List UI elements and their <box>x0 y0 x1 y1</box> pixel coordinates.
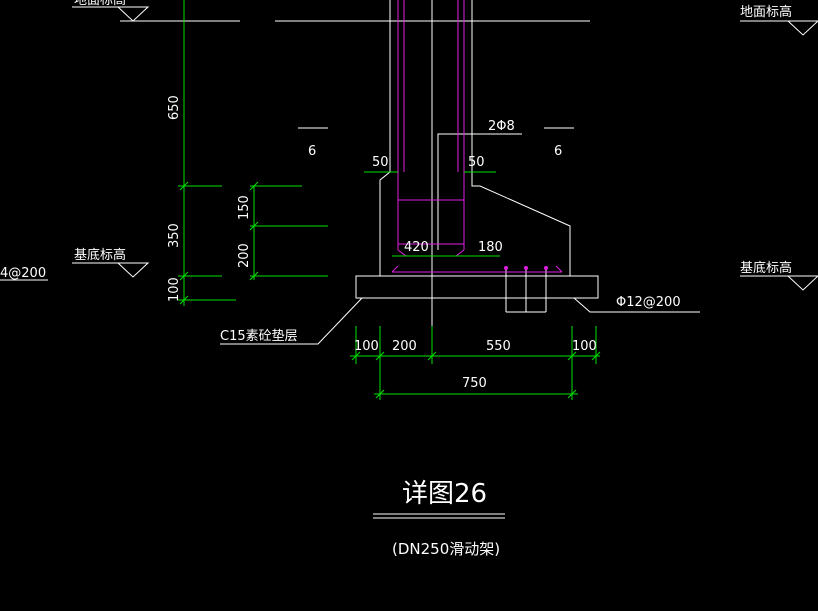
tick-b2 <box>375 351 385 361</box>
dim-label-750: 750 <box>462 376 487 391</box>
dim-label-200-v: 200 <box>237 243 252 268</box>
ground-elev-label-left: 地面标高 <box>74 0 126 8</box>
ground-elev-marker-right <box>787 20 818 36</box>
rebar-bottom-hook-left <box>391 265 399 273</box>
tick-1 <box>179 181 189 191</box>
rebar-hook-left <box>397 249 407 257</box>
base-elev-marker-left <box>117 262 150 278</box>
base-elev-label-right: 基底标高 <box>740 260 792 276</box>
dim-label-100-v: 100 <box>167 277 182 302</box>
tick-5 <box>249 221 259 231</box>
tick-b5 <box>591 351 601 361</box>
stirrup-label: 2Φ8 <box>488 119 515 134</box>
tick-3 <box>179 295 189 305</box>
base-elev-marker-right <box>787 275 818 291</box>
dim-label-550: 550 <box>486 339 511 354</box>
drawing-title: 详图26 <box>402 479 487 509</box>
tick-b1 <box>351 351 361 361</box>
dimension-lines <box>178 0 601 400</box>
tick-6 <box>249 271 259 281</box>
dim-label-100-b-right: 100 <box>572 339 597 354</box>
section-mark-left: 6 <box>308 144 316 159</box>
annotations: 地面标高 地面标高 基底标高 基底标高 4@200 2Φ8 Φ12@200 C1… <box>0 0 792 558</box>
ground-elev-marker-left <box>117 6 150 22</box>
tick-4 <box>249 181 259 191</box>
footing-pedestal-right <box>471 172 571 276</box>
tick-b7 <box>567 389 577 399</box>
rebar-label-left: 4@200 <box>0 266 46 281</box>
bottom-rebar-label: Φ12@200 <box>616 295 681 310</box>
dim-label-650: 650 <box>167 95 182 120</box>
bedding-layer <box>355 275 599 299</box>
dim-label-100-b-left: 100 <box>354 339 379 354</box>
bedding-label: C15素砼垫层 <box>220 328 298 344</box>
tick-2 <box>179 271 189 281</box>
section-mark-right: 6 <box>554 144 562 159</box>
dim-label-350: 350 <box>167 223 182 248</box>
rebar-layout <box>391 0 563 273</box>
dim-label-50-right: 50 <box>468 155 485 170</box>
footing-pedestal-left <box>379 171 391 276</box>
ground-elev-label-right: 地面标高 <box>740 4 792 20</box>
stirrup-leader <box>437 133 522 250</box>
dim-label-200-b: 200 <box>392 339 417 354</box>
base-elev-label-left: 基底标高 <box>74 247 126 263</box>
tick-b3 <box>427 351 437 361</box>
rebar-dot-3 <box>544 266 548 270</box>
rebar-dot-2 <box>524 266 528 270</box>
dim-label-420: 420 <box>404 240 429 255</box>
dim-label-150: 150 <box>237 195 252 220</box>
rebar-dot-1 <box>504 266 508 270</box>
bedding-leader <box>220 297 363 345</box>
dim-label-50-left: 50 <box>372 155 389 170</box>
rebar-hook-right <box>455 249 465 257</box>
tick-b4 <box>567 351 577 361</box>
structure-outline <box>0 0 818 519</box>
drawing-subtitle: (DN250滑动架) <box>392 540 500 558</box>
bottom-rebar-leader <box>573 297 700 313</box>
tick-b6 <box>375 389 385 399</box>
dim-label-180: 180 <box>478 240 503 255</box>
rebar-bottom-hook-right <box>555 265 563 273</box>
